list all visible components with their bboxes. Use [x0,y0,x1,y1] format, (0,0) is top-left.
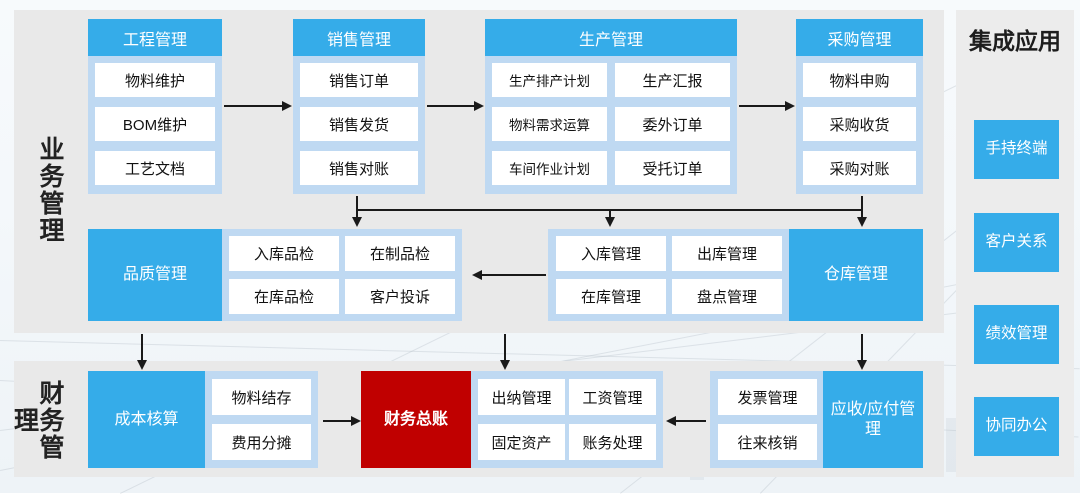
cell-outsourcing-order[interactable]: 委外订单 [615,107,730,141]
cell-workshop-job-plan[interactable]: 车间作业计划 [492,151,607,185]
card-cost-accounting-header[interactable]: 成本核算 [88,371,205,468]
card-quality[interactable]: 品质管理 入库品检 在制品检 在库品检 客户投诉 [88,229,462,321]
cell-instock-inspection[interactable]: 在库品检 [229,279,339,314]
business-panel-label: 业务管理 [36,136,64,244]
card-warehouse-header[interactable]: 仓库管理 [789,229,923,321]
card-cost-accounting[interactable]: 成本核算 物料结存 费用分摊 [88,371,318,468]
connector-bus-drop-purchase [861,196,863,218]
cell-customer-complaint[interactable]: 客户投诉 [345,279,455,314]
card-engineering-header[interactable]: 工程管理 [88,19,222,56]
cell-expense-allocation[interactable]: 费用分摊 [212,424,311,460]
arrow-receivable-to-ledger [666,415,676,426]
cell-entrusted-order[interactable]: 受托订单 [615,151,730,185]
cell-bom-maintenance[interactable]: BOM维护 [95,107,215,141]
connector-bus-drop-sales [356,196,358,218]
card-production-header[interactable]: 生产管理 [485,19,737,56]
arrow-engineering-to-sales [282,100,292,111]
rail-item-handheld-terminal[interactable]: 手持终端 [974,120,1059,179]
cell-material-maintenance[interactable]: 物料维护 [95,63,215,97]
cell-wip-inspection[interactable]: 在制品检 [345,236,455,271]
connector-bus-drop-production [609,209,611,218]
card-receivable-payable-header[interactable]: 应收/应付管理 [823,371,923,468]
cell-production-report[interactable]: 生产汇报 [615,63,730,97]
arrow-purchase-to-warehouse [856,217,867,227]
arrow-warehouse-to-payable [856,360,867,370]
cell-instock-management[interactable]: 在库管理 [556,279,666,314]
card-general-ledger[interactable]: 财务总账 出纳管理 工资管理 固定资产 账务处理 [361,371,663,468]
card-purchase[interactable]: 采购管理 物料申购 采购收货 采购对账 [796,19,923,194]
cell-fixed-assets[interactable]: 固定资产 [478,424,565,460]
connector-receivable-to-ledger [676,420,706,422]
cell-settlement-writeoff[interactable]: 往来核销 [718,424,817,460]
integration-rail-title: 集成应用 [969,28,1061,54]
connector-quality-to-cost [141,334,143,361]
card-receivable-payable[interactable]: 发票管理 往来核销 应收/应付管理 [710,371,923,468]
cell-material-requirement-calc[interactable]: 物料需求运算 [492,107,607,141]
card-purchase-header[interactable]: 采购管理 [796,19,923,56]
card-production[interactable]: 生产管理 生产排产计划 生产汇报 物料需求运算 委外订单 车间作业计划 受托订单 [485,19,737,194]
arrow-bus-to-quality [351,217,362,227]
arrow-cost-to-ledger [351,415,361,426]
cell-inbound-inspection[interactable]: 入库品检 [229,236,339,271]
card-sales[interactable]: 销售管理 销售订单 销售发货 销售对账 [293,19,425,194]
cell-sales-delivery[interactable]: 销售发货 [300,107,418,141]
connector-warehouse-to-quality [482,274,546,276]
arrow-warehouse-to-ledger [499,360,510,370]
connector-warehouse-to-payable [861,334,863,361]
arrow-quality-to-cost [136,360,147,370]
cell-sales-order[interactable]: 销售订单 [300,63,418,97]
connector-production-to-purchase [739,105,785,107]
cell-outbound-management[interactable]: 出库管理 [672,236,782,271]
cell-material-requisition[interactable]: 物料申购 [803,63,916,97]
cell-material-balance[interactable]: 物料结存 [212,379,311,415]
cell-invoice-management[interactable]: 发票管理 [718,379,817,415]
rail-item-collaboration[interactable]: 协同办公 [974,397,1059,456]
cell-process-document[interactable]: 工艺文档 [95,151,215,185]
arrow-sales-to-production [474,100,484,111]
finance-panel-label: 财务管理 [10,379,65,461]
cell-payroll-management[interactable]: 工资管理 [569,379,656,415]
card-warehouse[interactable]: 入库管理 出库管理 在库管理 盘点管理 仓库管理 [548,229,923,321]
arrow-production-to-purchase [785,100,795,111]
connector-cost-to-ledger [323,420,351,422]
connector-warehouse-to-ledger [504,334,506,361]
cell-inbound-management[interactable]: 入库管理 [556,236,666,271]
connector-engineering-to-sales [224,105,282,107]
cell-sales-reconciliation[interactable]: 销售对账 [300,151,418,185]
card-general-ledger-header[interactable]: 财务总账 [361,371,471,468]
rail-item-crm[interactable]: 客户关系 [974,213,1059,272]
cell-cashier-management[interactable]: 出纳管理 [478,379,565,415]
rail-item-performance[interactable]: 绩效管理 [974,305,1059,364]
cell-production-schedule-plan[interactable]: 生产排产计划 [492,63,607,97]
cell-accounting-processing[interactable]: 账务处理 [569,424,656,460]
cell-stocktaking-management[interactable]: 盘点管理 [672,279,782,314]
cell-purchase-reconciliation[interactable]: 采购对账 [803,151,916,185]
card-sales-header[interactable]: 销售管理 [293,19,425,56]
card-engineering[interactable]: 工程管理 物料维护 BOM维护 工艺文档 [88,19,222,194]
arrow-bus-to-warehouse [604,217,615,227]
cell-purchase-receipt[interactable]: 采购收货 [803,107,916,141]
connector-sales-to-production [427,105,474,107]
card-quality-header[interactable]: 品质管理 [88,229,222,321]
arrow-warehouse-to-quality [472,269,482,280]
